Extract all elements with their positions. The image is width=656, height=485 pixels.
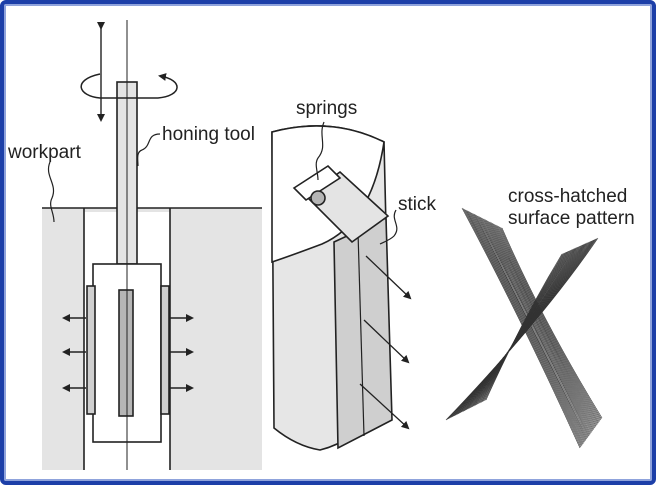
- stick-label: stick: [398, 194, 437, 215]
- hatch-line-b: [485, 253, 563, 401]
- tool-head-detail: [271, 121, 412, 451]
- rotation-arrow: [80, 73, 178, 99]
- honing-tool-label: honing tool: [162, 124, 255, 145]
- hatch-line-a: [490, 222, 597, 427]
- honing-tool-leader: [137, 133, 161, 167]
- tool-stick-right: [160, 285, 170, 415]
- cross-hatch-pattern: [445, 207, 603, 449]
- hatch-line-a: [499, 226, 601, 420]
- hatch-line-a: [483, 218, 593, 432]
- hatch-line-a: [478, 216, 590, 436]
- hatch-line-a: [498, 226, 601, 421]
- hatch-line-a: [477, 215, 589, 437]
- pattern-label-line1: cross-hatched: [508, 186, 627, 207]
- honing-setup: [42, 20, 262, 470]
- springs-label: springs: [296, 98, 357, 119]
- hatch-line-a: [482, 218, 592, 433]
- hatch-line-a: [479, 216, 591, 435]
- hatch-line-b: [471, 248, 576, 408]
- hatch-line-a: [496, 225, 600, 422]
- hatch-line-a: [485, 219, 594, 430]
- hatch-line-a: [489, 221, 596, 428]
- hatch-line-a: [501, 227, 603, 419]
- tool-center-slot: [118, 289, 134, 417]
- hatch-line-a: [475, 214, 588, 439]
- hatch-line-a: [493, 223, 598, 425]
- hatch-line-a: [481, 217, 591, 434]
- hatch-line-a: [462, 208, 581, 448]
- spring-slot: [292, 164, 342, 202]
- hatch-line-a: [476, 215, 589, 438]
- workpart-leader: [48, 161, 55, 223]
- hatch-line-a: [488, 221, 595, 429]
- spring-circle: [310, 190, 326, 206]
- springs-leader: [315, 121, 325, 181]
- hatch-line-a: [500, 227, 602, 420]
- hatch-line-a: [484, 219, 593, 431]
- pattern-label-line2: surface pattern: [508, 208, 635, 229]
- workpart-label: workpart: [7, 142, 82, 163]
- hatch-line-a: [487, 220, 595, 430]
- tool-stick-left: [86, 285, 96, 415]
- stick-leader: [379, 209, 398, 245]
- hatch-line-a: [494, 224, 599, 424]
- hatch-line-a: [461, 207, 581, 449]
- hatch-line-a: [495, 224, 599, 423]
- hatch-line-a: [492, 223, 597, 426]
